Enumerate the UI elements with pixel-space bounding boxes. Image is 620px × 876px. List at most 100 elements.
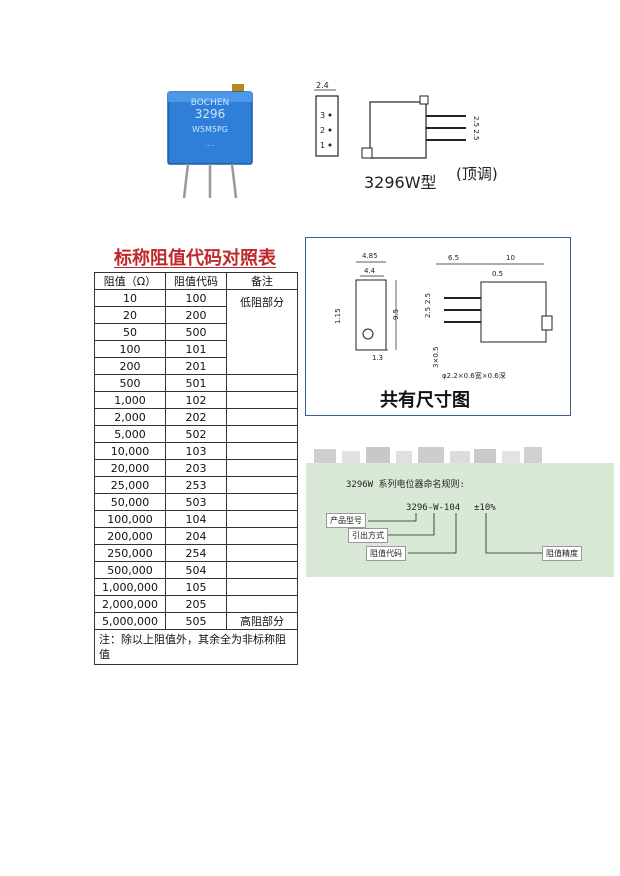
- dim-label-6-5: 6.5: [448, 254, 459, 262]
- code-cell: 204: [165, 527, 227, 545]
- code-cell: 201: [165, 357, 227, 375]
- low-resistance-note: 低阻部分: [226, 289, 298, 375]
- resistance-cell: 200,000: [94, 527, 166, 545]
- code-cell: 101: [165, 340, 227, 358]
- code-cell: 502: [165, 425, 227, 443]
- remark-cell: [226, 595, 298, 613]
- product-brand-text: BOCHEN: [191, 98, 230, 108]
- header-resistance: 阻值（Ω）: [94, 272, 166, 290]
- label-lead-type: 引出方式: [348, 528, 388, 543]
- resistance-cell: 20,000: [94, 459, 166, 477]
- resistance-cell: 1,000,000: [94, 578, 166, 596]
- remark-cell: [226, 459, 298, 477]
- code-cell: 501: [165, 374, 227, 392]
- model-note: (顶调): [456, 165, 498, 183]
- side-view-drawing: 2.4 3 2 1 2.5 2.5 3296W型 (顶调): [314, 81, 498, 192]
- table-footnote: 注：除以上阻值外，其余全为非标称阻值: [94, 629, 298, 665]
- pitch-dimension-label: 2.5 2.5: [472, 116, 480, 141]
- table-header-row: 阻值（Ω） 阻值代码 备注: [94, 272, 298, 290]
- resistance-cell: 20: [94, 306, 166, 324]
- table-footnote-row: 注：除以上阻值外，其余全为非标称阻值: [94, 629, 298, 665]
- pin-label-3: 3: [320, 111, 325, 120]
- remark-cell: [226, 476, 298, 494]
- model-label: 3296W型: [364, 173, 437, 192]
- resistance-cell: 2,000: [94, 408, 166, 426]
- dim-label-2-5b: 2.5: [424, 293, 432, 304]
- dimension-drawing-frame: 4.85 4.4 9.5 1.15 1.3 6.5 10 0.5 2.5 2.5…: [305, 237, 571, 416]
- code-cell: 500: [165, 323, 227, 341]
- dimension-drawing: 4.85 4.4 9.5 1.15 1.3 6.5 10 0.5 2.5 2.5…: [334, 252, 553, 380]
- remark-cell: [226, 425, 298, 443]
- naming-rule-tolerance: ±10%: [474, 503, 496, 513]
- pin-label-1: 1: [320, 141, 325, 150]
- resistance-cell: 500,000: [94, 561, 166, 579]
- code-cell: 505: [165, 612, 227, 630]
- remark-cell: [226, 527, 298, 545]
- resistance-cell: 50: [94, 323, 166, 341]
- label-product-model: 产品型号: [326, 513, 366, 528]
- blurred-text-strip: [314, 447, 542, 465]
- remark-cell: [226, 493, 298, 511]
- label-resistance-code: 阻值代码: [366, 546, 406, 561]
- dim-label-2-5a: 2.5: [424, 307, 432, 318]
- resistance-cell: 1,000: [94, 391, 166, 409]
- potentiometer-photo: BOCHEN 3296 W5M5PG ....: [167, 84, 253, 199]
- product-code-text: W5M5PG: [192, 125, 228, 134]
- remark-cell: [226, 408, 298, 426]
- code-cell: 103: [165, 442, 227, 460]
- resistance-cell: 200: [94, 357, 166, 375]
- code-cell: 254: [165, 544, 227, 562]
- top-dimension-label: 2.4: [316, 81, 329, 90]
- pin-note: φ2.2×0.6宽×0.6深: [442, 371, 506, 380]
- code-cell: 104: [165, 510, 227, 528]
- resistance-cell: 100,000: [94, 510, 166, 528]
- resistance-cell: 10: [94, 289, 166, 307]
- header-code: 阻值代码: [165, 272, 227, 290]
- dim-label-1-15: 1.15: [334, 308, 342, 324]
- remark-cell: [226, 374, 298, 392]
- remark-cell: [226, 561, 298, 579]
- remark-cell: [226, 578, 298, 596]
- code-cell: 102: [165, 391, 227, 409]
- dim-label-1-3: 1.3: [372, 354, 383, 362]
- dim-label-0-5: 0.5: [492, 270, 503, 278]
- label-resistance-tolerance: 阻值精度: [542, 546, 582, 561]
- naming-rule-box: 3296W 系列电位器命名规则: 3296-W-104 ±10% 产品型号 引出…: [306, 463, 614, 577]
- pin-label-2: 2: [320, 126, 325, 135]
- resistance-cell: 250,000: [94, 544, 166, 562]
- code-cell: 504: [165, 561, 227, 579]
- resistance-cell: 100: [94, 340, 166, 358]
- remark-cell: [226, 544, 298, 562]
- code-cell: 200: [165, 306, 227, 324]
- naming-rule-title: 3296W 系列电位器命名规则:: [346, 480, 465, 490]
- dim-label-4-4: 4.4: [364, 267, 376, 275]
- remark-cell: [226, 510, 298, 528]
- naming-connectors: [368, 513, 542, 554]
- dim-label-4-85: 4.85: [362, 252, 378, 260]
- product-code-text-2: ....: [206, 140, 215, 148]
- remark-cell: [226, 442, 298, 460]
- resistance-cell: 5,000,000: [94, 612, 166, 630]
- code-cell: 253: [165, 476, 227, 494]
- resistance-cell: 25,000: [94, 476, 166, 494]
- code-cell: 100: [165, 289, 227, 307]
- dim-label-10: 10: [506, 254, 515, 262]
